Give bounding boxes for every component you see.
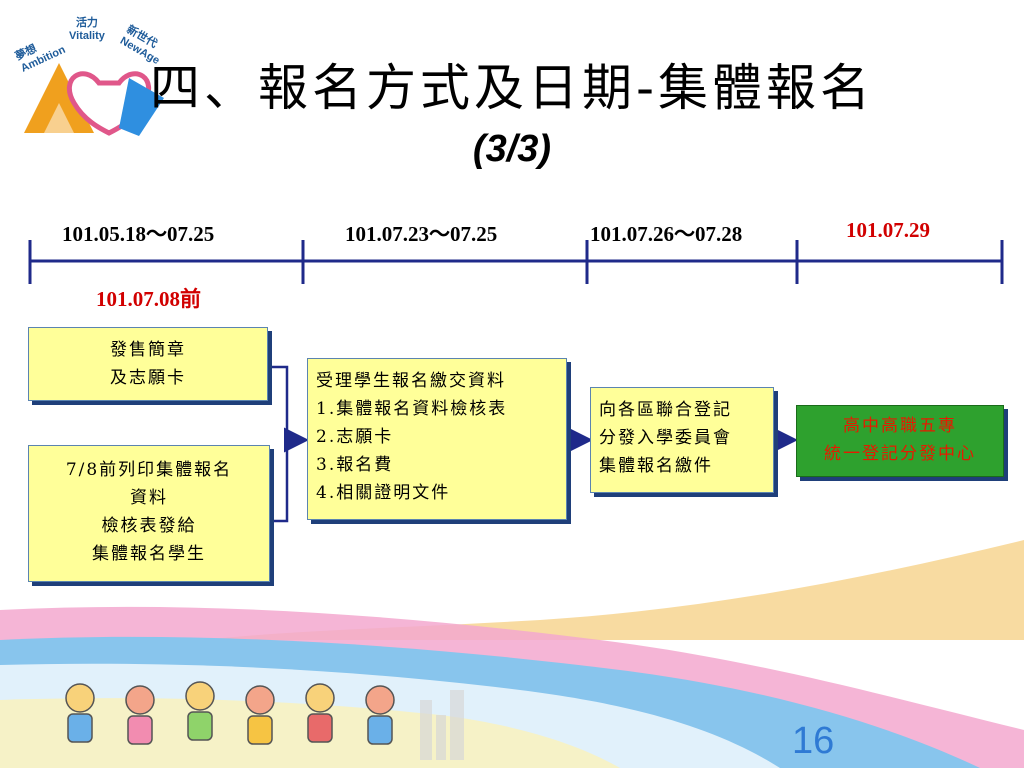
logo-graphic [24,63,164,136]
page-subtitle: (3/3) [472,128,552,170]
box-sale-brochure: 發售簡章 及志願卡 [28,327,268,401]
child-figure [65,681,395,745]
page-number: 16 [792,720,835,762]
timeline-date-4: 101.07.29 [846,218,930,242]
flow-connectors [271,365,798,523]
timeline-date-3: 101.07.26～07.28 [590,222,743,246]
timeline-axis [28,240,1004,284]
logo-triangle [24,63,94,133]
wave-orange [200,540,1024,640]
logo-pen-nib [119,78,164,136]
box-print-checklist: 7/8前列印集體報名 資料 檢核表發給 集體報名學生 [28,445,270,582]
children-illustration [65,681,464,760]
box-central-center: 高中高職五專 統一登記分發中心 [796,405,1004,477]
bracket-connector [271,365,289,523]
timeline-sub-date: 101.07.08前 [96,287,201,311]
page-title: 四、報名方式及日期-集體報名 [149,59,875,117]
box-district-committee: 向各區聯合登記 分發入學委員會 集體報名繳件 [590,387,774,493]
box-accept-documents: 受理學生報名繳交資料 1.集體報名資料檢核表 2.志願卡 3.報名費 4.相關證… [307,358,567,520]
timeline-date-2: 101.07.23～07.25 [345,222,498,246]
city-skyline [420,690,464,760]
timeline-date-1: 101.05.18～07.25 [62,222,215,246]
